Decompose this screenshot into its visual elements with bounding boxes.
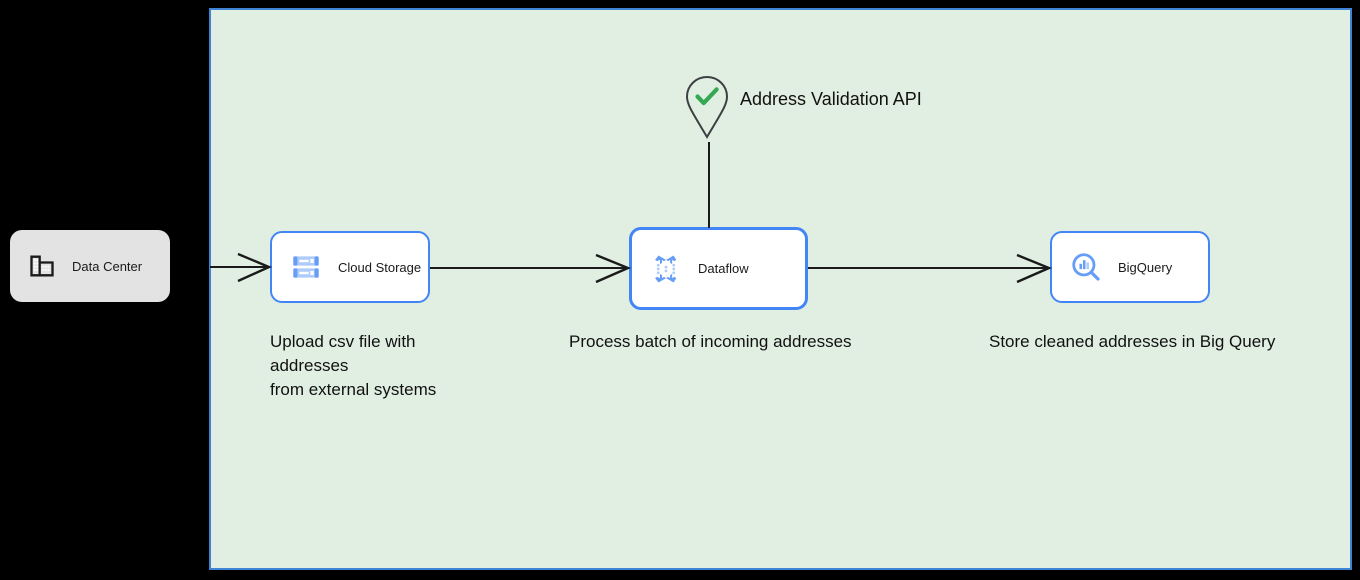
node-data-center[interactable]: Data Center [10, 230, 170, 302]
bigquery-icon [1072, 253, 1100, 281]
node-label-data-center: Data Center [72, 258, 143, 274]
caption-dataflow: Process batch of incoming addresses [569, 332, 852, 351]
api-label-address-validation: Address Validation API [740, 89, 922, 109]
node-label-cloud-storage: Cloud Storage [338, 259, 422, 275]
building-icon [30, 255, 54, 277]
map-pin-check-icon [685, 75, 729, 139]
node-dataflow[interactable]: Dataflow [629, 227, 808, 310]
node-label-dataflow: Dataflow [698, 261, 749, 276]
node-label-bigquery: BigQuery [1118, 259, 1173, 275]
node-cloud-storage[interactable]: Cloud Storage [270, 231, 430, 303]
dataflow-icon [655, 255, 677, 282]
node-address-validation-api[interactable]: Address Validation API [684, 75, 922, 141]
caption-cloud-storage: Upload csv file with addresses from exte… [270, 332, 437, 399]
cloud-storage-icon [293, 256, 319, 278]
node-bigquery[interactable]: BigQuery [1050, 231, 1210, 303]
caption-bigquery: Store cleaned addresses in Big Query [989, 332, 1276, 351]
